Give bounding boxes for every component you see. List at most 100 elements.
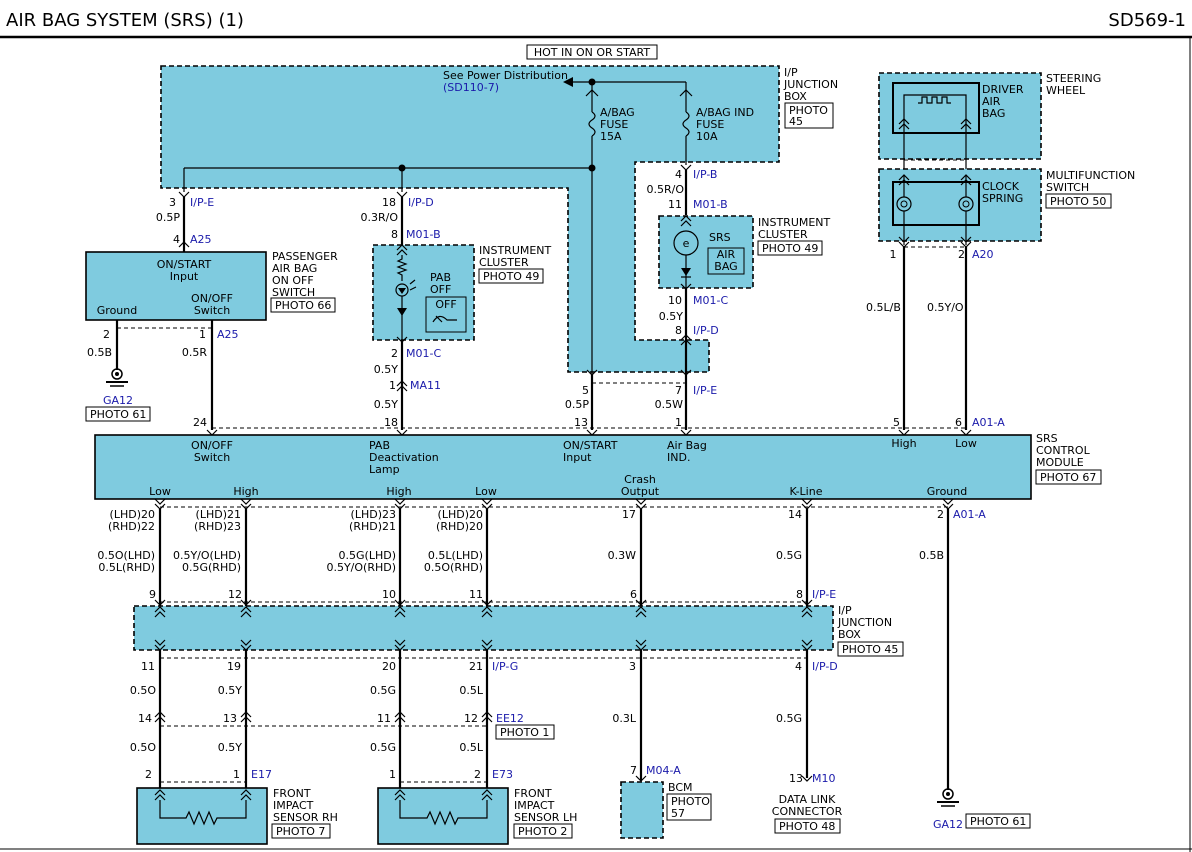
power-label-box	[526, 44, 658, 60]
mfs-photo: PHOTO 50	[1050, 195, 1106, 208]
srs-pin-onoff-2: Switch	[194, 451, 230, 464]
svg-text:3: 3	[169, 196, 176, 209]
wire-05w: 0.5W	[655, 398, 683, 411]
wire-05p-2: 0.5P	[565, 398, 589, 411]
svg-text:7: 7	[630, 764, 637, 777]
svg-text:5: 5	[582, 384, 589, 397]
sensor-lh-title-3: SENSOR LH	[514, 811, 577, 824]
pas-title-4: SWITCH	[272, 286, 315, 299]
svg-text:2: 2	[391, 347, 398, 360]
pas-input-2: Input	[170, 270, 199, 283]
steering-title-2: WHEEL	[1046, 84, 1086, 97]
wire-05r: 0.5R	[182, 346, 207, 359]
conn-ma11: MA11	[410, 379, 441, 392]
svg-text:9: 9	[149, 588, 156, 601]
pas-input-1: ON/START	[157, 258, 212, 271]
page-title: AIR BAG SYSTEM (SRS) (1)	[6, 10, 244, 31]
svg-text:8: 8	[675, 324, 682, 337]
srs-bpin-crash: Crash	[624, 473, 656, 486]
mfs-title-2: SWITCH	[1046, 181, 1089, 194]
svg-text:1: 1	[199, 328, 206, 341]
svg-text:4: 4	[795, 660, 802, 673]
svg-text:11: 11	[469, 588, 483, 601]
conn-ipb: I/P-B	[693, 168, 717, 181]
conn-ipg: I/P-G	[492, 660, 518, 673]
dlc-photo: PHOTO 48	[779, 820, 835, 833]
srs-bpin-ground: Ground	[927, 485, 967, 498]
wire-05l-2: 0.5L	[459, 741, 483, 754]
steering-wheel-box	[878, 72, 1042, 160]
bcm-box	[620, 781, 664, 839]
dlc-title-2: CONNECTOR	[772, 805, 843, 818]
srs-label: SRS	[709, 231, 731, 244]
svg-text:3: 3	[629, 660, 636, 673]
svg-text:2: 2	[145, 768, 152, 781]
svg-text:13: 13	[574, 416, 588, 429]
ee12-photo: PHOTO 1	[500, 726, 549, 739]
svg-text:11: 11	[668, 198, 682, 211]
srs-bpin-kline: K-Line	[790, 485, 823, 498]
svg-text:12: 12	[464, 712, 478, 725]
wire-05b-2: 0.5B	[919, 549, 944, 562]
ip-junction-box-top	[160, 65, 780, 373]
conn-a01a-2: A01-A	[953, 508, 986, 521]
pin-lhd20: (LHD)20	[110, 508, 155, 521]
srs-title-3: MODULE	[1036, 456, 1084, 469]
conn-e17: E17	[251, 768, 272, 781]
wire-rhd-l: 0.5L(RHD)	[98, 561, 155, 574]
srs-pin-pab-1: PAB	[369, 439, 390, 452]
svg-text:14: 14	[138, 712, 152, 725]
wire-05o-2: 0.5O	[130, 741, 156, 754]
svg-text:1: 1	[389, 768, 396, 781]
pas-onoff-1: ON/OFF	[191, 292, 233, 305]
see-power-ref: (SD110-7)	[443, 81, 499, 94]
driver-airbag-1: DRIVER	[982, 83, 1024, 96]
svg-text:19: 19	[227, 660, 241, 673]
ic2-title-2: CLUSTER	[758, 228, 808, 241]
pas-title-3: ON OFF	[272, 274, 314, 287]
svg-text:1: 1	[675, 416, 682, 429]
wire-05g-4: 0.5G	[370, 741, 396, 754]
srs-title-1: SRS	[1036, 432, 1058, 445]
srs-bpin-high-1: High	[233, 485, 258, 498]
sensor-rh-title-1: FRONT	[273, 787, 311, 800]
pin-lhd23: (LHD)23	[351, 508, 396, 521]
wire-lhd-yo: 0.5Y/O(LHD)	[173, 549, 241, 562]
conn-ipe-2: I/P-E	[693, 384, 717, 397]
wire-05y-5: 0.5Y	[218, 741, 242, 754]
srs-photo: PHOTO 67	[1040, 471, 1096, 484]
sensor-lh-title-1: FRONT	[514, 787, 552, 800]
wire-05g-2: 0.5G	[370, 684, 396, 697]
svg-text:10: 10	[668, 294, 682, 307]
ipjb-title-1: I/P	[784, 66, 798, 79]
conn-m01c-1: M01-C	[406, 347, 441, 360]
wire-05y-2: 0.5Y	[374, 398, 398, 411]
svg-text:21: 21	[469, 660, 483, 673]
wire-05yo: 0.5Y/O	[927, 301, 964, 314]
srs-bpin-high-2: High	[386, 485, 411, 498]
wire-03ro: 0.3R/O	[360, 211, 398, 224]
wire-lhd-g: 0.5G(LHD)	[339, 549, 396, 562]
conn-m01c-2: M01-C	[693, 294, 728, 307]
pas-title-1: PASSENGER	[272, 250, 338, 263]
pas-ground: Ground	[97, 304, 137, 317]
instrument-cluster-1-box	[372, 244, 475, 341]
conn-m04a: M04-A	[646, 764, 681, 777]
srs-pin-pab-3: Lamp	[369, 463, 400, 476]
ipjb-title-3: BOX	[784, 90, 807, 103]
pin-rhd23: (RHD)23	[194, 520, 241, 533]
fuse1-label-1: A/BAG	[600, 106, 635, 119]
svg-text:2: 2	[937, 508, 944, 521]
pas-photo: PHOTO 66	[275, 299, 331, 312]
wire-05y-4: 0.5Y	[218, 684, 242, 697]
srs-pin-onstart-2: Input	[563, 451, 592, 464]
ic2-title-1: INSTRUMENT	[758, 216, 831, 229]
svg-text:4: 4	[173, 233, 180, 246]
wire-lhd-l: 0.5L(LHD)	[428, 549, 483, 562]
wire-03l: 0.3L	[612, 712, 636, 725]
sensor-lh-photo: PHOTO 2	[518, 825, 567, 838]
srs-bpin-output: Output	[621, 485, 660, 498]
pas-onoff-2: Switch	[194, 304, 230, 317]
ic1-photo: PHOTO 49	[483, 270, 539, 283]
